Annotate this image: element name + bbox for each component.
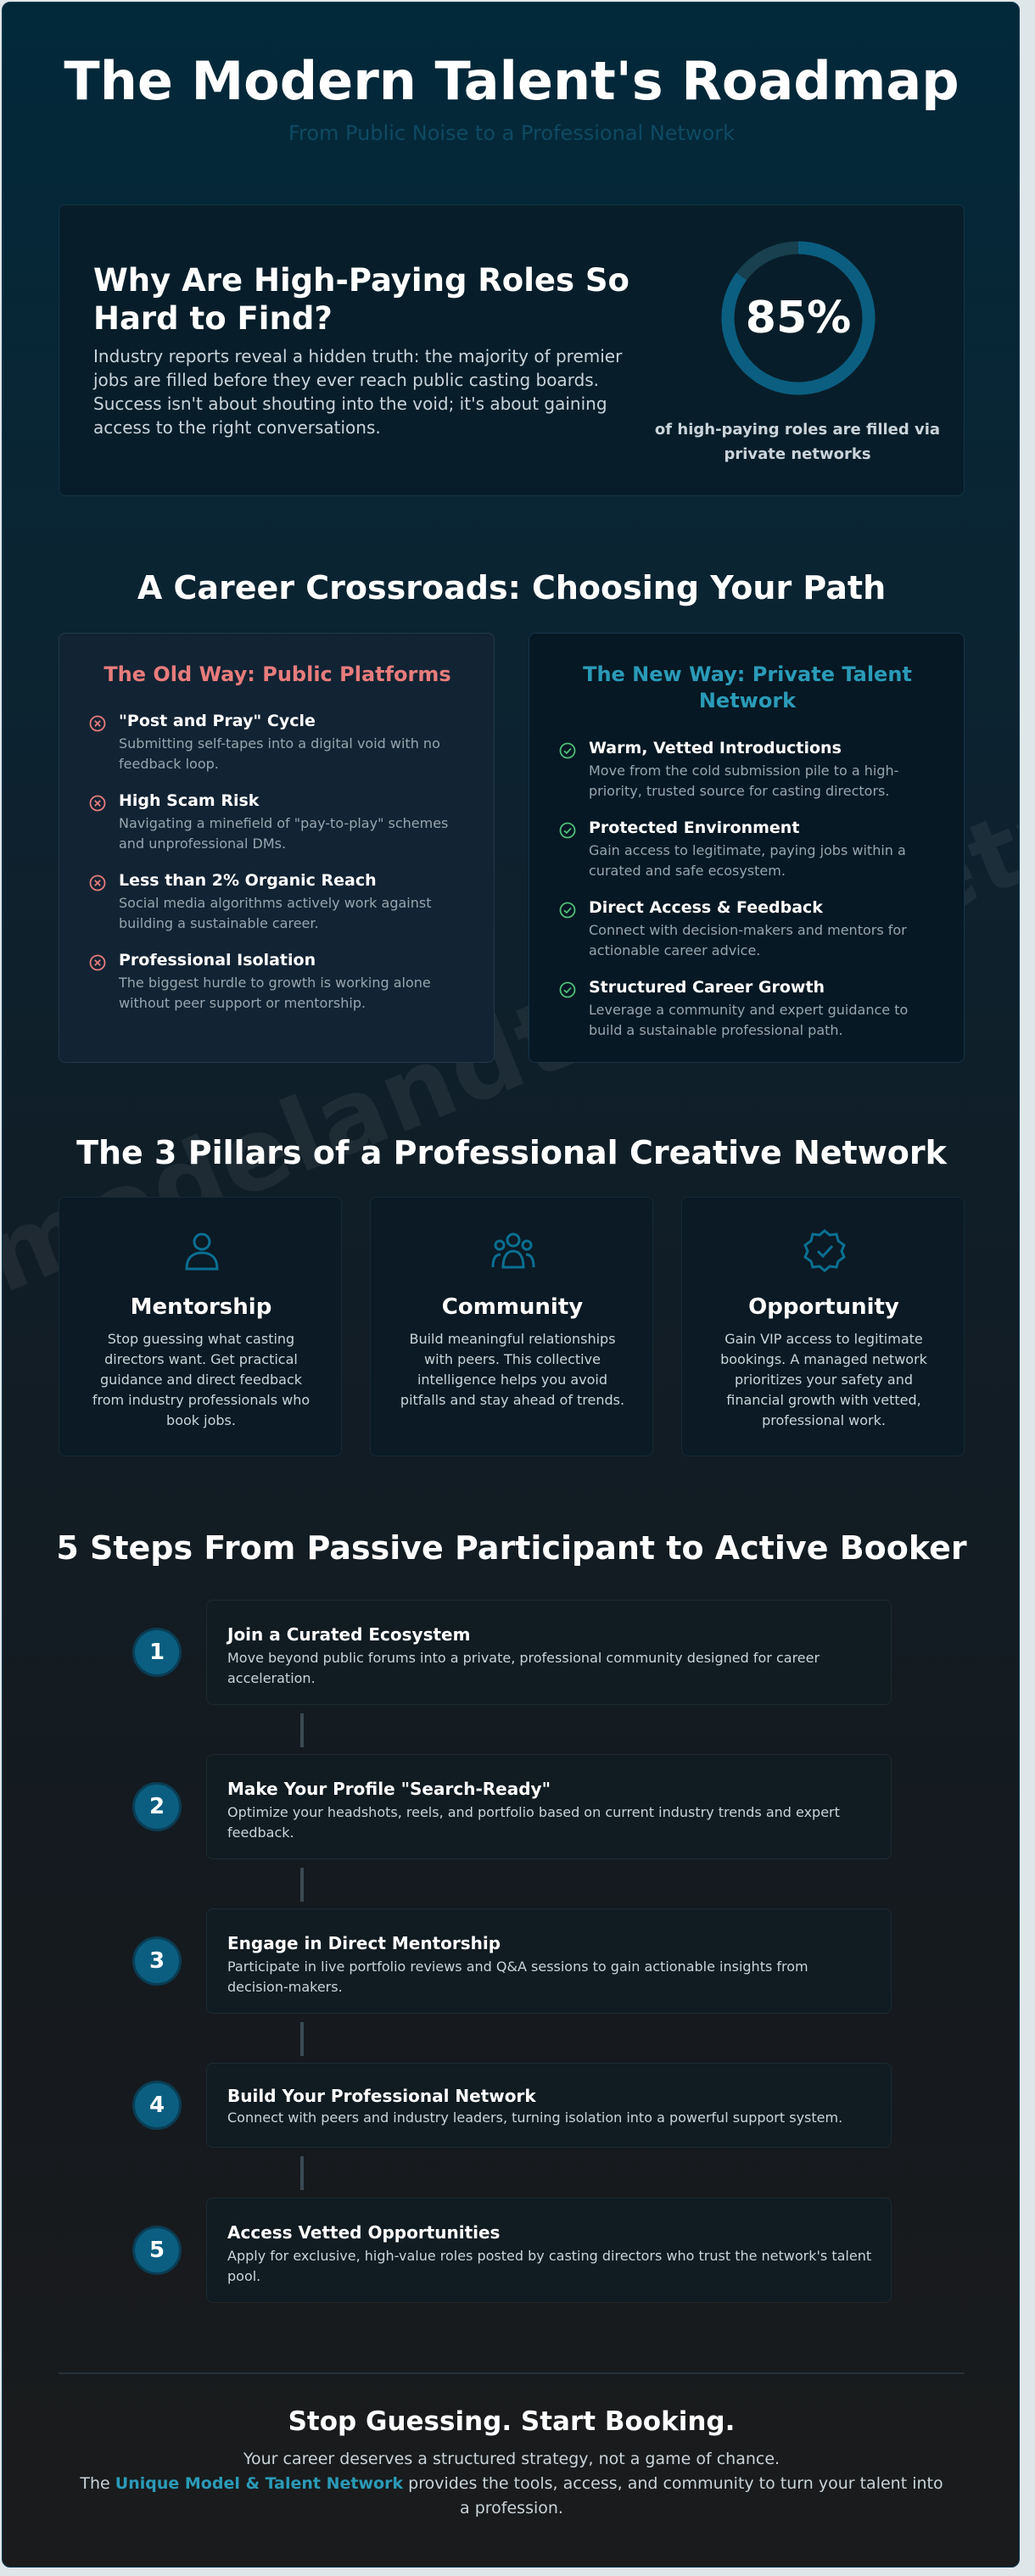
step-desc: Participate in live portfolio reviews an… bbox=[227, 1959, 808, 1995]
person-icon bbox=[185, 1232, 219, 1271]
x-circle-icon bbox=[89, 874, 106, 891]
step-title: Build Your Professional Network bbox=[227, 2086, 536, 2106]
step-title: Join a Curated Ecosystem bbox=[227, 1624, 471, 1645]
pillar-title: Community bbox=[441, 1294, 584, 1320]
donut-fill bbox=[721, 241, 876, 395]
list-item-desc: Navigating a minefield of "pay-to-play" … bbox=[119, 815, 449, 852]
stat-card: Why Are High-Paying Roles So Hard to Fin… bbox=[59, 204, 965, 496]
stat-caption: of high-paying roles are filled via priv… bbox=[654, 421, 941, 463]
donut-chart bbox=[721, 241, 876, 395]
step-desc: Apply for exclusive, high-value roles po… bbox=[227, 2248, 872, 2284]
step-connector bbox=[300, 1713, 304, 1747]
check-circle-icon bbox=[559, 822, 576, 839]
new-way-title: The New Way: Private Talent Network bbox=[583, 662, 912, 712]
pillar-desc: Build meaningful relationships with peer… bbox=[400, 1331, 625, 1408]
list-item-title: Less than 2% Organic Reach bbox=[119, 871, 377, 890]
x-circle-icon bbox=[89, 954, 106, 971]
group-icon bbox=[491, 1232, 535, 1269]
page-subtitle: From Public Noise to a Professional Netw… bbox=[288, 121, 736, 145]
pillars-title: The 3 Pillars of a Professional Creative… bbox=[76, 1134, 947, 1171]
pillar-title: Opportunity bbox=[748, 1294, 899, 1320]
stat-heading: Why Are High-Paying Roles So Hard to Fin… bbox=[93, 262, 629, 337]
step-number-badge: 4 bbox=[132, 2081, 182, 2130]
x-circle-icon bbox=[89, 715, 106, 732]
step-connector bbox=[300, 1868, 304, 1902]
step-number-badge: 5 bbox=[132, 2226, 182, 2275]
step-title: Make Your Profile "Search-Ready" bbox=[227, 1779, 551, 1799]
cta-line2: The Unique Model & Talent Network provid… bbox=[79, 2472, 944, 2521]
list-item-desc: The biggest hurdle to growth is working … bbox=[119, 975, 431, 1011]
pillar-desc: Gain VIP access to legitimate bookings. … bbox=[720, 1331, 927, 1428]
list-item-title: Structured Career Growth bbox=[589, 978, 825, 997]
cta-suffix: provides the tools, access, and communit… bbox=[403, 2474, 943, 2517]
footer-divider bbox=[59, 2372, 965, 2374]
step-desc: Connect with peers and industry leaders,… bbox=[227, 2109, 843, 2126]
step-title: Engage in Direct Mentorship bbox=[227, 1933, 501, 1953]
old-way-title: The Old Way: Public Platforms bbox=[104, 662, 451, 686]
pillar-desc: Stop guessing what casting directors wan… bbox=[92, 1331, 310, 1428]
cta-prefix: The bbox=[80, 2474, 115, 2493]
list-item-title: Direct Access & Feedback bbox=[589, 898, 823, 917]
check-circle-icon bbox=[559, 981, 576, 998]
check-circle-icon bbox=[559, 742, 576, 759]
step-desc: Move beyond public forums into a private… bbox=[227, 1650, 820, 1686]
brand-name: Unique Model & Talent Network bbox=[115, 2474, 404, 2493]
check-circle-icon bbox=[559, 902, 576, 919]
step-title: Access Vetted Opportunities bbox=[227, 2222, 501, 2243]
step-desc: Optimize your headshots, reels, and port… bbox=[227, 1804, 840, 1841]
verified-badge-icon bbox=[803, 1229, 846, 1272]
cta-title: Stop Guessing. Start Booking. bbox=[288, 2406, 736, 2437]
list-item-desc: Move from the cold submission pile to a … bbox=[589, 763, 899, 799]
list-item-title: "Post and Pray" Cycle bbox=[119, 712, 316, 730]
list-item-title: Warm, Vetted Introductions bbox=[589, 739, 842, 757]
list-item-desc: Social media algorithms actively work ag… bbox=[119, 895, 432, 931]
step-number-badge: 2 bbox=[132, 1782, 182, 1831]
stat-value: 85% bbox=[745, 293, 852, 344]
list-item-desc: Submitting self-tapes into a digital voi… bbox=[119, 735, 440, 772]
cta-line1: Your career deserves a structured strate… bbox=[243, 2450, 780, 2468]
list-item-title: High Scam Risk bbox=[119, 791, 260, 810]
step-card: Make Your Profile "Search-Ready" Optimize… bbox=[206, 1754, 892, 1859]
infographic-page: modelandtalentnetwo The Modern Talent's … bbox=[2, 2, 1020, 2568]
step-number-badge: 1 bbox=[132, 1628, 182, 1677]
stat-body: Industry reports reveal a hidden truth: … bbox=[93, 346, 623, 438]
cta-body: Your career deserves a structured strate… bbox=[79, 2447, 944, 2521]
step-number-badge: 3 bbox=[132, 1936, 182, 1986]
list-item-desc: Gain access to legitimate, paying jobs w… bbox=[589, 842, 906, 879]
list-item-title: Professional Isolation bbox=[119, 951, 316, 969]
list-item-desc: Leverage a community and expert guidance… bbox=[589, 1002, 909, 1038]
list-item-desc: Connect with decision-makers and mentors… bbox=[589, 922, 907, 958]
step-connector bbox=[300, 2022, 304, 2056]
steps-title: 5 Steps From Passive Participant to Acti… bbox=[56, 1529, 967, 1567]
old-way-card: The Old Way: Public Platforms "Post and … bbox=[59, 633, 495, 1063]
page-title: The Modern Talent's Roadmap bbox=[64, 50, 959, 112]
pillar-title: Mentorship bbox=[130, 1294, 272, 1320]
list-item-title: Protected Environment bbox=[589, 819, 800, 837]
x-circle-icon bbox=[89, 795, 106, 812]
crossroads-title: A Career Crossroads: Choosing Your Path bbox=[137, 569, 887, 606]
new-way-card: The New Way: Private Talent Network Warm… bbox=[529, 633, 965, 1063]
step-connector bbox=[300, 2156, 304, 2190]
